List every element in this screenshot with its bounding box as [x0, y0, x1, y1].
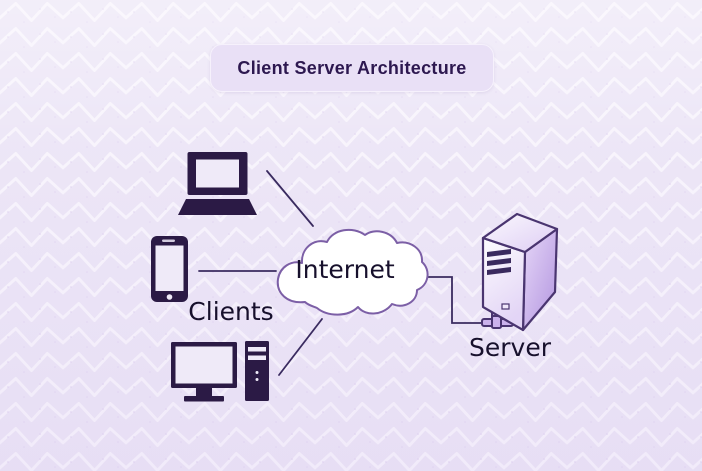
- server-drive-bay: [487, 249, 511, 257]
- laptop-connection-line: [266, 170, 314, 227]
- server-badge: [501, 303, 510, 310]
- phone-home-button: [166, 294, 173, 300]
- desktop-computer-icon: [171, 341, 269, 402]
- internet-cloud-icon: [276, 228, 429, 316]
- server-tower-icon: [481, 212, 559, 332]
- clients-label: Clients: [188, 297, 274, 326]
- smartphone-icon: [151, 236, 188, 302]
- server-drive-bay: [487, 258, 511, 266]
- laptop-icon: [178, 152, 257, 215]
- server-connection-line: [413, 276, 484, 324]
- server-drive-bay: [487, 267, 511, 275]
- diagram-title: Client Server Architecture: [237, 57, 467, 78]
- title-banner: Client Server Architecture: [210, 44, 494, 92]
- desktop-connection-line: [278, 318, 323, 376]
- server-label: Server: [469, 333, 551, 362]
- phone-speaker: [162, 239, 175, 242]
- internet-label: Internet: [295, 255, 395, 284]
